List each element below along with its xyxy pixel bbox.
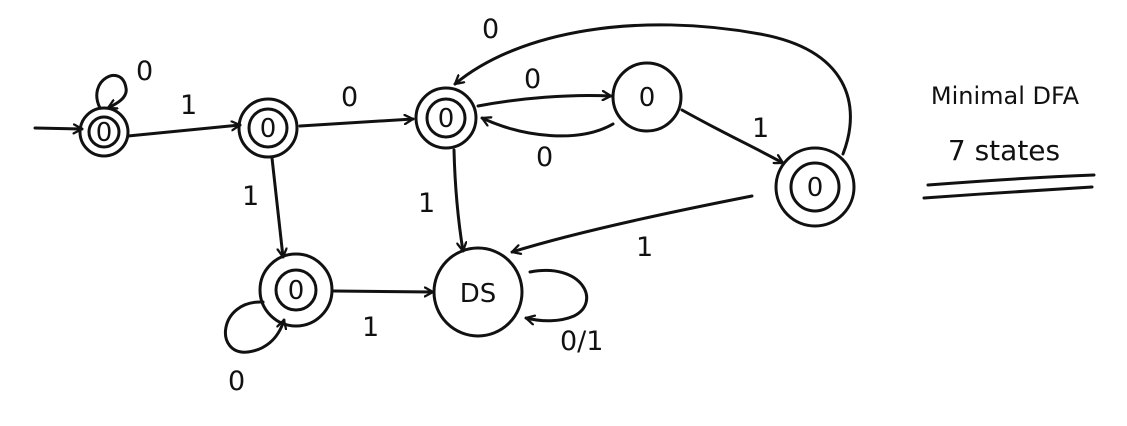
state-q5: 0 (258, 252, 334, 328)
transition-q0-q1 (126, 125, 242, 138)
svg-text:0: 0 (260, 114, 277, 144)
svg-text:0: 0 (96, 118, 113, 148)
svg-text:DS: DS (460, 279, 497, 309)
transition-label-q2-q3: 0 (524, 64, 541, 95)
start-arrow (33, 128, 84, 129)
transition-q4-ds (510, 194, 754, 252)
state-q1: 0 (237, 97, 299, 159)
transition-label-q1-q2: 0 (341, 82, 358, 113)
transition-q0-q0 (95, 74, 128, 108)
transition-label-q2-ds: 1 (418, 188, 435, 219)
transition-label-q0-q1: 1 (180, 90, 197, 121)
svg-text:0: 0 (639, 83, 656, 113)
transition-q2-ds (452, 148, 463, 253)
transition-q5-ds (332, 291, 435, 292)
transition-q1-q5 (270, 156, 283, 259)
transition-label-ds-ds: 0/1 (560, 326, 603, 357)
transition-label-q1-q5: 1 (242, 181, 259, 212)
transition-ds-ds (524, 268, 589, 320)
svg-text:0: 0 (438, 104, 455, 134)
transition-q3-q4 (680, 108, 785, 165)
transition-label-q4-ds: 1 (636, 232, 653, 263)
state-q2: 0 (414, 86, 478, 150)
transition-label-q5-q5: 0 (228, 366, 245, 397)
note-state-count: 7 states (948, 134, 1060, 167)
transition-q2-q3 (476, 95, 613, 108)
transition-q3-q2 (480, 118, 615, 138)
transition-q1-q2 (298, 119, 415, 128)
transition-label-q4-q2: 0 (482, 14, 499, 45)
svg-text:0: 0 (288, 276, 305, 306)
transition-q5-q5 (224, 300, 284, 354)
state-q4: 0 (774, 146, 856, 228)
transition-label-q3-q4: 1 (752, 113, 769, 144)
state-ds: DS (432, 246, 524, 338)
transition-q4-q2 (453, 23, 852, 156)
transition-label-q3-q2: 0 (536, 142, 553, 173)
state-q3: 0 (611, 61, 683, 133)
state-q0: 0 (78, 106, 130, 158)
transition-label-q5-ds: 1 (362, 312, 379, 343)
note-underline-1 (926, 173, 1096, 187)
svg-text:0: 0 (807, 173, 824, 203)
note-underline-2 (922, 185, 1094, 200)
transition-label-q0-q0: 0 (136, 56, 153, 87)
note-title: Minimal DFA (931, 82, 1080, 110)
